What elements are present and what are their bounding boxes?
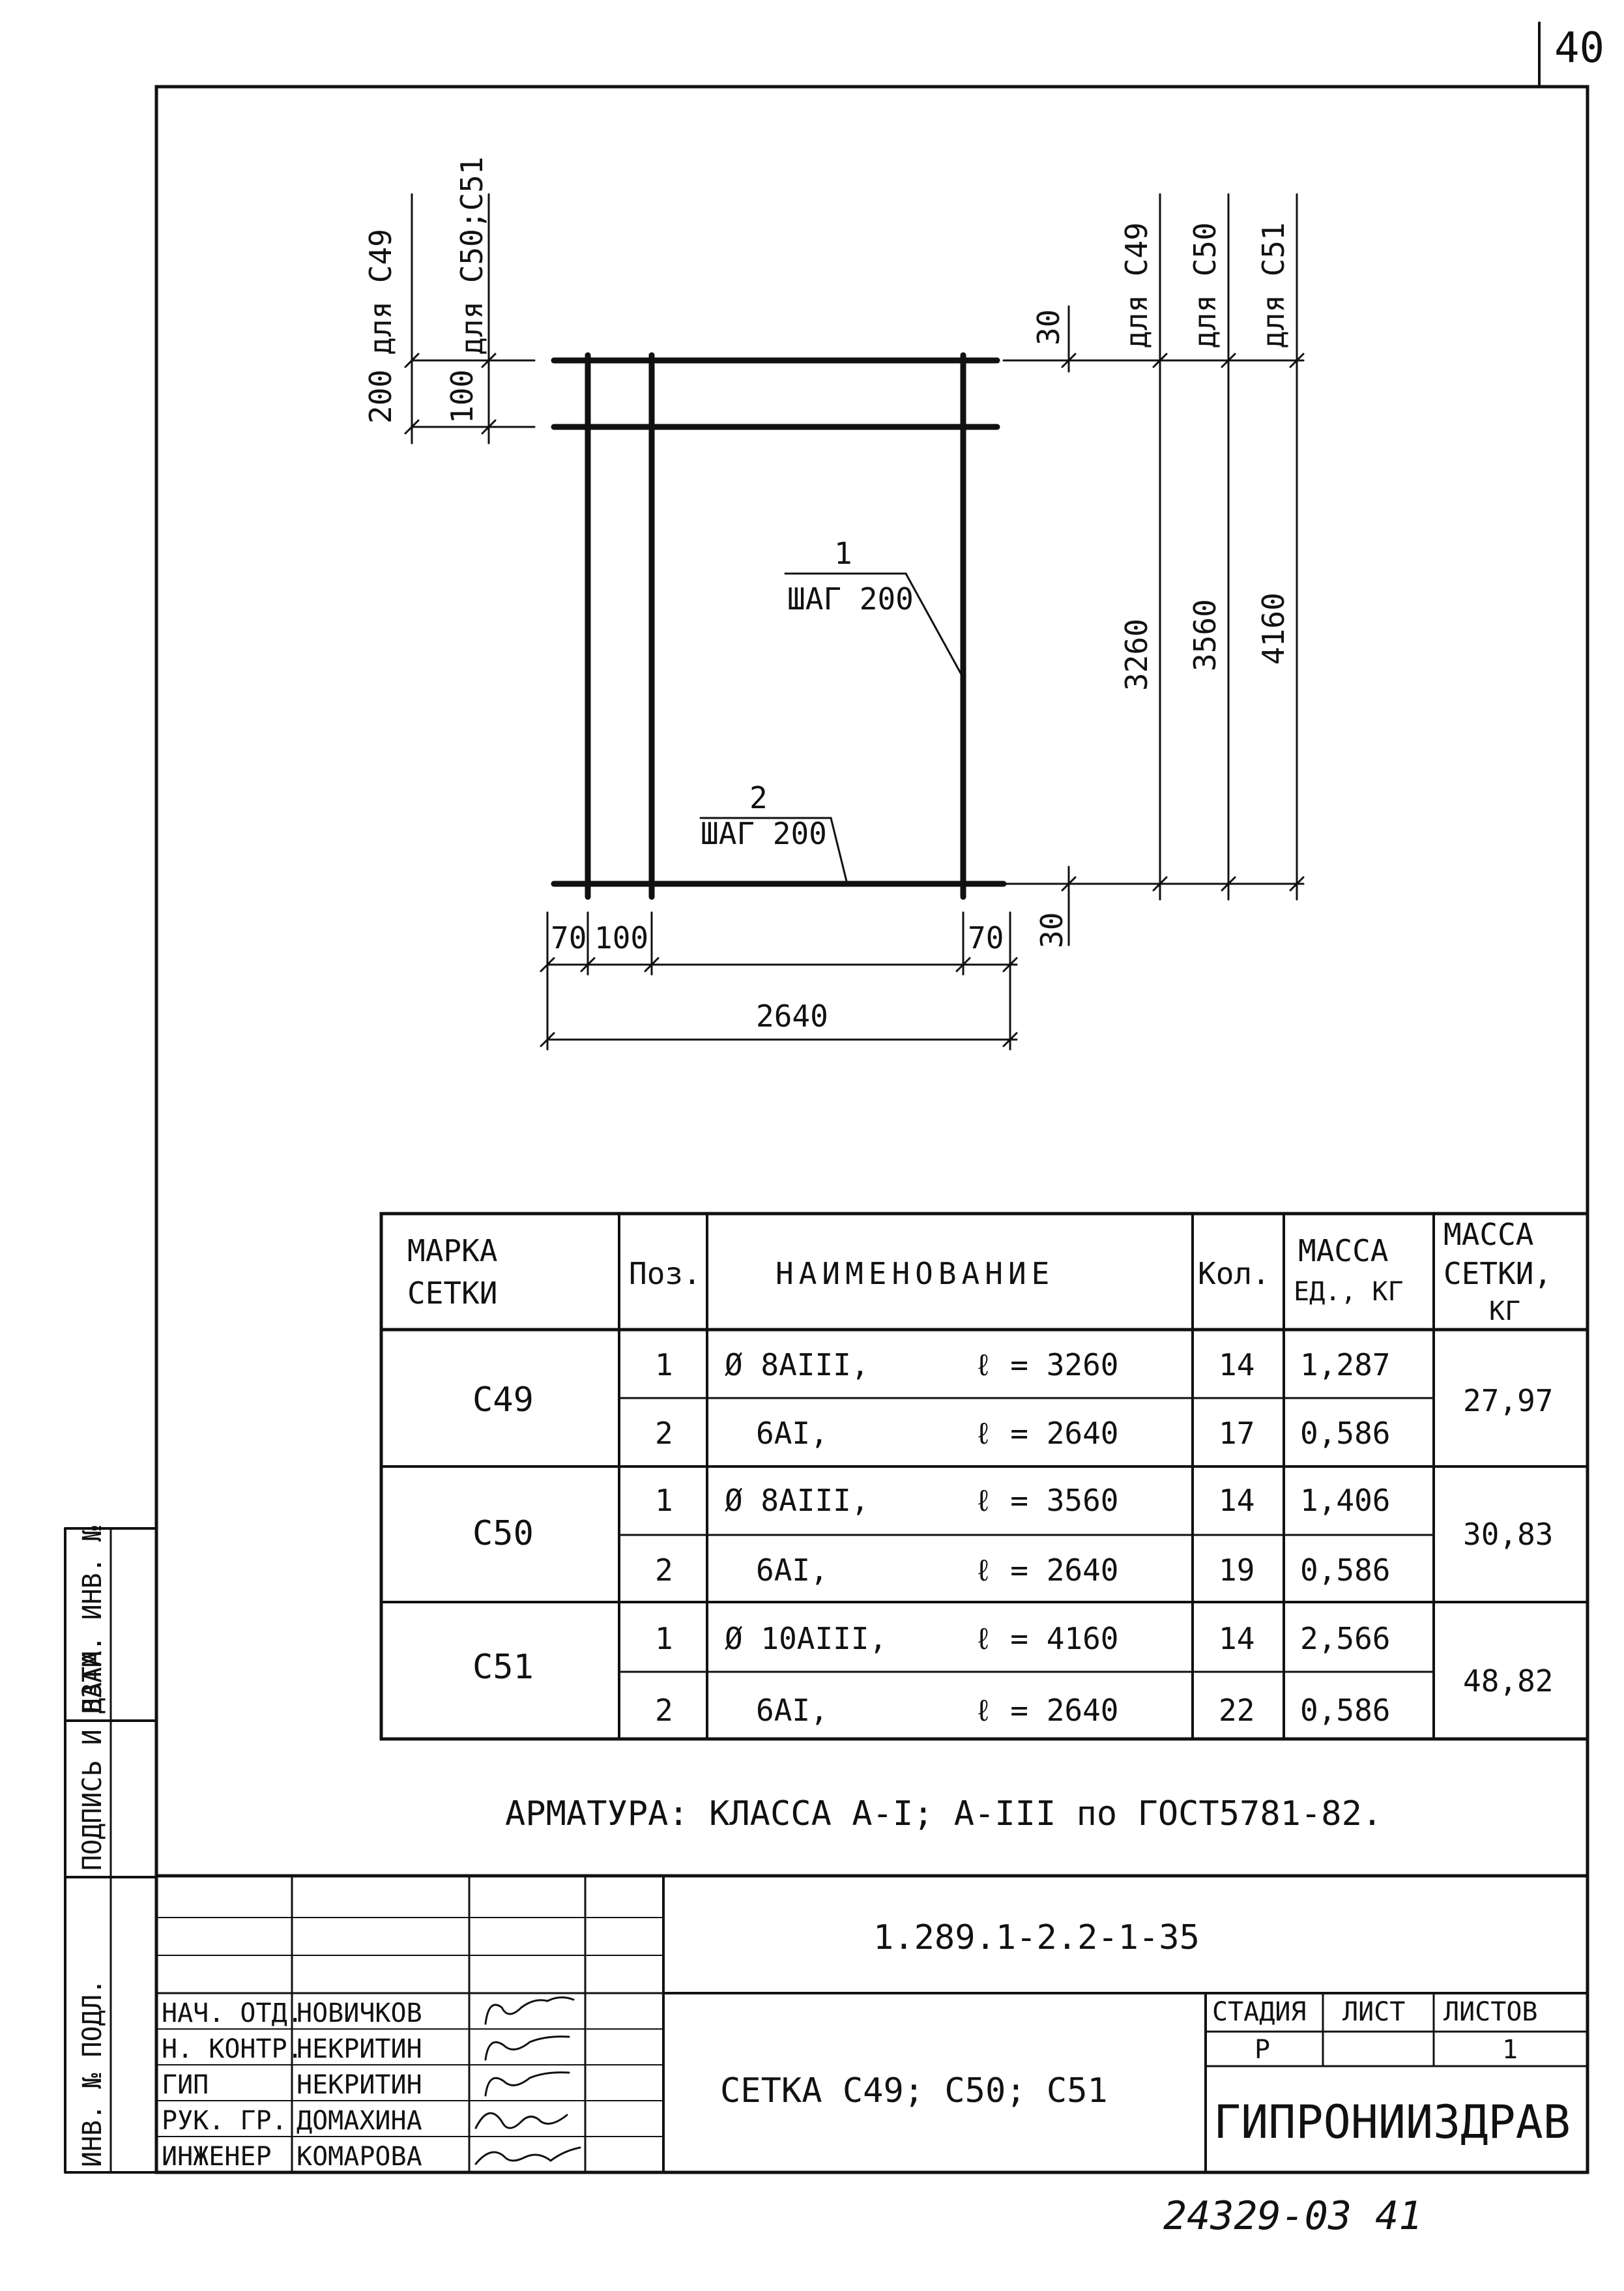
name-nekritin-1: НЕКРИТИН	[297, 2034, 422, 2064]
table-row: 2	[655, 1416, 673, 1451]
callout-2-step: ШАГ 200	[701, 816, 827, 851]
table-row: 17	[1219, 1416, 1254, 1451]
table-row: 6АI,	[756, 1416, 828, 1451]
callout-2-pos: 2	[749, 780, 768, 815]
dim-2640: 2640	[756, 999, 828, 1034]
side-sign-date: ПОДПИСЬ И ДАТА	[78, 1651, 108, 1871]
spec-table-header: МАРКА СЕТКИ Поз. НАИМЕНОВАНИЕ Кол. МАССА…	[407, 1217, 1552, 1326]
header-mark-line1: МАРКА	[407, 1233, 497, 1268]
organization: ГИПРОНИИЗДРАВ	[1213, 2095, 1571, 2149]
header-mass-net-line2: СЕТКИ,	[1443, 1256, 1552, 1291]
sheet-label: ЛИСТ	[1342, 1997, 1405, 2027]
mark-c50: С50	[472, 1514, 534, 1553]
role-gip: ГИП	[162, 2070, 209, 2100]
drawing-title: СЕТКА С49; С50; С51	[720, 2071, 1108, 2110]
mass-c51: 48,82	[1463, 1663, 1553, 1699]
sheets-label: ЛИСТОВ	[1443, 1997, 1538, 2027]
side-inv-no: ИНВ. № ПОДЛ.	[78, 1979, 108, 2167]
stage-label: СТАДИЯ	[1212, 1997, 1307, 2027]
dim-label-c51-right: для С51	[1256, 222, 1291, 349]
table-row: 14	[1219, 1621, 1254, 1656]
signatures	[474, 1996, 581, 2165]
dim-label-c50-right: для С50	[1187, 222, 1223, 349]
table-row: Ø 8АIII,	[725, 1347, 869, 1382]
dim-label-c50-c51: для С50;С51	[454, 156, 489, 355]
sheet-number: 40	[1554, 24, 1604, 72]
mark-c51: С51	[472, 1648, 534, 1687]
table-row: 2,566	[1300, 1621, 1390, 1656]
table-row: 19	[1219, 1553, 1254, 1588]
table-row: 22	[1219, 1693, 1254, 1728]
mark-c49: С49	[472, 1380, 534, 1420]
people-list: НАЧ. ОТД. НОВИЧКОВ Н. КОНТР. НЕКРИТИН ГИ…	[162, 1998, 422, 2172]
name-novichkov: НОВИЧКОВ	[297, 1998, 422, 2028]
table-row: Ø 10АIII,	[725, 1621, 887, 1656]
spec-table-body: С49 1 Ø 8АIII, ℓ = 3260 14 1,287 2 6АI, …	[472, 1347, 1553, 1728]
table-row: 6АI,	[756, 1553, 828, 1588]
header-mark-line2: СЕТКИ	[407, 1276, 497, 1311]
mesh-drawing	[551, 352, 1007, 900]
table-row: 0,586	[1300, 1693, 1390, 1728]
name-domakhina: ДОМАХИНА	[297, 2106, 422, 2136]
header-name: НАИМЕНОВАНИЕ	[776, 1256, 1054, 1291]
table-row: Ø 8АIII,	[725, 1483, 869, 1518]
table-row: ℓ = 2640	[974, 1693, 1118, 1728]
drawing-frame	[154, 85, 1589, 2174]
table-row: 1,287	[1300, 1347, 1390, 1382]
side-repl-inv: ВЗАМ. ИНВ. №	[78, 1526, 108, 1714]
dim-200: 200	[363, 370, 398, 424]
title-block-grid	[154, 1874, 1589, 2174]
table-row: 1	[655, 1347, 673, 1382]
table-row: ℓ = 3260	[974, 1347, 1118, 1382]
role-head-of-dept: НАЧ. ОТД.	[162, 1998, 303, 2028]
table-row: 2	[655, 1693, 673, 1728]
header-pos: Поз.	[629, 1256, 701, 1291]
mass-c49: 27,97	[1463, 1383, 1553, 1418]
table-row: 14	[1219, 1483, 1254, 1518]
name-nekritin-2: НЕКРИТИН	[297, 2070, 422, 2100]
role-norm-control: Н. КОНТР.	[162, 2034, 303, 2064]
dim-100-bottom: 100	[594, 920, 648, 956]
table-row: 14	[1219, 1347, 1254, 1382]
dim-70-right: 70	[968, 920, 1004, 956]
table-row: ℓ = 2640	[974, 1553, 1118, 1588]
reinforcement-note: АРМАТУРА: КЛАССА А-I; А-III по ГОСТ5781-…	[505, 1794, 1382, 1833]
spec-table-grid	[379, 1212, 1589, 1741]
table-row: ℓ = 3560	[974, 1483, 1118, 1518]
callout-1-step: ШАГ 200	[787, 581, 914, 617]
header-mass-net-line3: КГ	[1489, 1296, 1520, 1326]
header-mass-net-line1: МАССА	[1443, 1217, 1533, 1252]
header-qty: Кол.	[1198, 1256, 1270, 1291]
dim-30-bottom: 30	[1034, 912, 1069, 948]
mass-c50: 30,83	[1463, 1517, 1553, 1552]
table-row: 1,406	[1300, 1483, 1390, 1518]
dim-label-c49-right: для С49	[1119, 222, 1154, 349]
table-row: ℓ = 2640	[974, 1416, 1118, 1451]
archive-number: 24329-03 41	[1163, 2193, 1422, 2239]
header-mass-unit-line1: МАССА	[1298, 1233, 1388, 1268]
role-engineer: ИНЖЕНЕР	[162, 2142, 272, 2172]
dim-30-top: 30	[1031, 310, 1066, 345]
table-row: ℓ = 4160	[974, 1621, 1118, 1656]
name-komarova: КОМАРОВА	[297, 2142, 422, 2172]
table-row: 6АI,	[756, 1693, 828, 1728]
callout-1-pos: 1	[834, 536, 852, 571]
dim-100: 100	[444, 370, 480, 424]
dim-3560: 3560	[1187, 599, 1223, 671]
table-row: 1	[655, 1621, 673, 1656]
table-row: 2	[655, 1553, 673, 1588]
role-group-head: РУК. ГР.	[162, 2106, 287, 2136]
table-row: 0,586	[1300, 1553, 1390, 1588]
dim-3260: 3260	[1119, 619, 1154, 691]
stage-value: Р	[1254, 2035, 1270, 2065]
doc-code: 1.289.1-2.2-1-35	[873, 1918, 1200, 1957]
dim-70-left: 70	[551, 920, 587, 956]
dim-4160: 4160	[1256, 592, 1291, 665]
sheets-value: 1	[1502, 2035, 1518, 2065]
table-row: 1	[655, 1483, 673, 1518]
dim-label-c49: для С49	[363, 229, 398, 355]
header-mass-unit-line2: ЕД., КГ	[1294, 1277, 1404, 1307]
table-row: 0,586	[1300, 1416, 1390, 1451]
